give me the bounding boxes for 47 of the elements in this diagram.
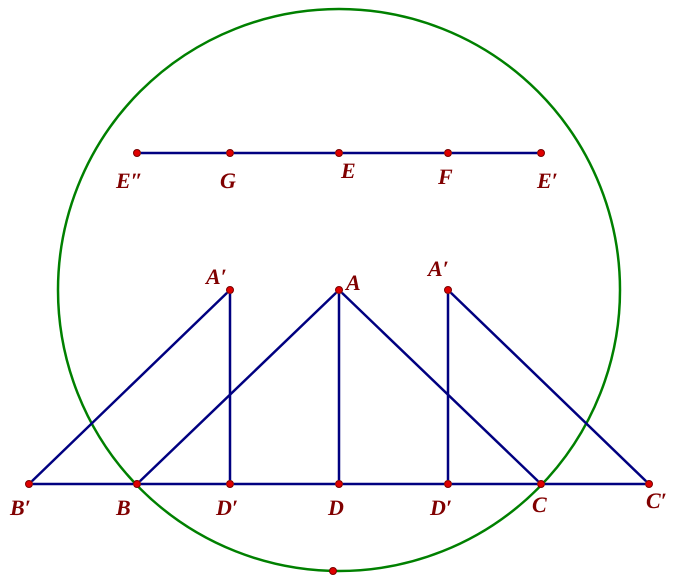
line-segment [446,294,450,480]
point [444,286,452,294]
point-label: C [532,494,547,516]
line-segment [31,292,228,482]
point-label: D′ [430,497,452,519]
line-segment [450,292,647,482]
line-segment [452,482,537,486]
point-label: A [346,272,361,294]
point-label: E [341,160,356,182]
line-segment [341,292,539,482]
line-segment [33,482,133,486]
point [226,149,234,157]
line-segment [545,482,645,486]
point-label: A′ [206,266,227,288]
line-segment [228,294,232,480]
point [25,480,33,488]
point [226,286,234,294]
point-label: F [438,166,453,188]
point-label: A′ [428,258,449,280]
point [133,149,141,157]
point-label: E″ [116,170,143,192]
point-label: D′ [216,497,238,519]
point [537,480,545,488]
point [329,567,337,575]
point [444,480,452,488]
point-label: G [220,170,236,192]
point [335,149,343,157]
line-segment [139,292,337,482]
line-segment [452,152,537,154]
line-segment [343,152,444,154]
point [226,480,234,488]
point-label: C′ [646,490,667,512]
point [537,149,545,157]
line-segment [343,482,444,486]
line-segment [338,294,340,480]
point [645,480,653,488]
point [133,480,141,488]
point [335,480,343,488]
point [335,286,343,294]
point [444,149,452,157]
point-label: D [328,497,344,519]
line-segment [141,482,226,486]
point-label: B′ [10,497,31,519]
line-segment [141,152,226,154]
line-segment [234,152,335,154]
point-label: B [116,497,131,519]
point-label: E′ [537,170,558,192]
